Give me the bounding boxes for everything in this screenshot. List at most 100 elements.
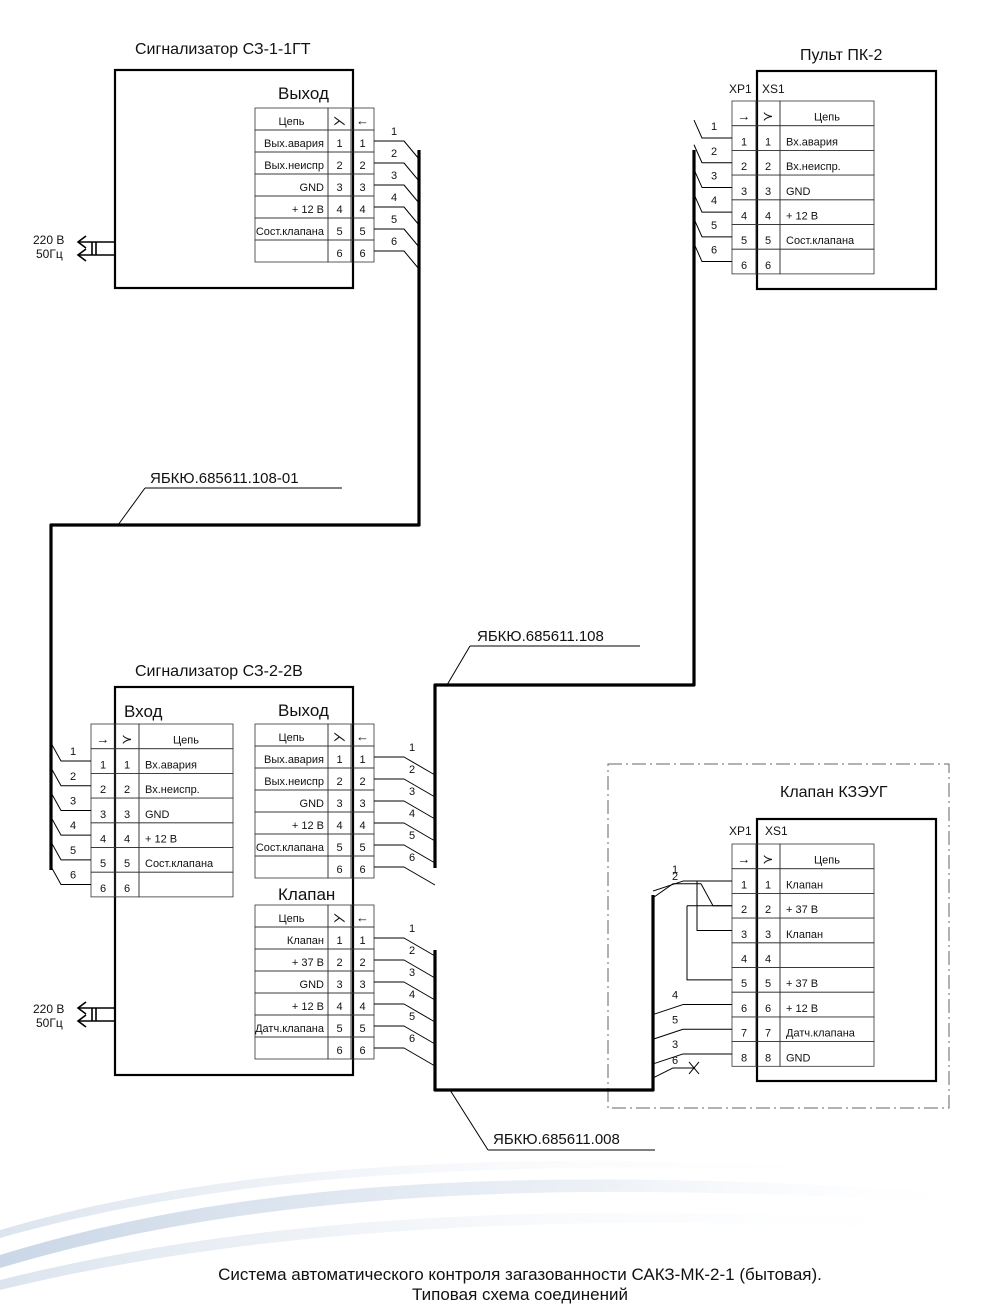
wire	[652, 1004, 732, 1016]
signal-label: Вых.неиспр	[264, 776, 324, 788]
signal-label: Датч.клапана	[786, 1028, 856, 1040]
wire	[374, 1047, 436, 1067]
sz2-in-header: Вход	[124, 702, 163, 721]
sz2-valve-header: Клапан	[278, 885, 335, 904]
sz2-title: Сигнализатор СЗ-2-2В	[135, 663, 303, 680]
wire-number: 5	[711, 220, 717, 232]
wire-number: 1	[711, 121, 717, 133]
wire-number: 1	[70, 746, 76, 758]
wire-number: 5	[70, 845, 76, 857]
signal-label: + 37 В	[292, 957, 324, 969]
table-cell	[779, 1041, 875, 1067]
pin-number: 2	[765, 904, 771, 916]
wire	[374, 937, 436, 957]
pin-number: 1	[336, 935, 342, 947]
wire-number: 1	[409, 923, 415, 935]
pin-number: 5	[741, 978, 747, 990]
wire-number: 4	[409, 989, 415, 1001]
wire-number: 4	[672, 990, 678, 1002]
pin-number: 3	[359, 979, 365, 991]
wire-number: 3	[70, 795, 76, 807]
cable-3-leader	[449, 1089, 489, 1151]
pin-number: 3	[336, 979, 342, 991]
signal-label: + 12 В	[292, 820, 324, 832]
pin-number: 6	[359, 1045, 365, 1057]
wire-number: 2	[711, 146, 717, 158]
wire	[374, 184, 420, 204]
table-cell	[138, 871, 234, 898]
pin-number: 1	[741, 879, 747, 891]
wire	[374, 778, 436, 798]
wire-number: 4	[711, 195, 717, 207]
signal-label: Вх.авария	[786, 136, 838, 148]
wire	[652, 1067, 695, 1079]
table-cell	[254, 239, 329, 263]
wire	[693, 218, 732, 238]
cable-1-leader	[117, 487, 146, 526]
pk2-box	[755, 69, 938, 291]
pin-number: 4	[765, 954, 771, 966]
pin-number: 6	[741, 1003, 747, 1015]
pin-number: 4	[741, 954, 747, 966]
pin-number: 1	[765, 879, 771, 891]
pin-number: 2	[741, 161, 747, 173]
wire	[374, 822, 436, 842]
wire-number: 6	[70, 870, 76, 882]
wire	[374, 162, 420, 182]
signal-label: Вых.неиспр	[264, 160, 324, 172]
signal-label: GND	[145, 809, 170, 821]
pin-number: 5	[124, 858, 130, 870]
wire	[374, 206, 420, 226]
power-arrow-icon	[76, 235, 115, 262]
wire	[374, 756, 436, 776]
pin-number: 1	[765, 136, 771, 148]
pin-number: 2	[336, 776, 342, 788]
pin-number: 3	[336, 798, 342, 810]
wire	[50, 866, 91, 886]
pin-number: 5	[336, 1023, 342, 1035]
pin-number: 3	[124, 809, 130, 821]
wire	[50, 742, 91, 762]
col-header-circuit: Цепь	[814, 112, 840, 124]
kzeug-title: Клапан КЗЭУГ	[780, 784, 888, 801]
wire-number: 3	[409, 786, 415, 798]
kzeug-frame	[607, 763, 950, 1109]
pin-number: 5	[100, 858, 106, 870]
pin-number: 1	[359, 935, 365, 947]
pin-male-icon: →	[738, 852, 751, 867]
col-header-circuit: Цепь	[814, 855, 840, 867]
sz1-out-header: Выход	[278, 84, 329, 103]
signal-label: Клапан	[786, 929, 823, 941]
wire	[652, 1053, 732, 1065]
pin-number: 1	[336, 754, 342, 766]
wire-number: 3	[391, 170, 397, 182]
pin-number: 4	[741, 211, 747, 223]
pin-number: 6	[765, 260, 771, 272]
kzeug-xs-label: XS1	[765, 824, 788, 838]
pin-number: 5	[765, 978, 771, 990]
pin-number: 2	[336, 160, 342, 172]
signal-label: + 12 В	[786, 211, 818, 223]
pin-number: 4	[100, 834, 106, 846]
wire-number: 5	[672, 1014, 678, 1026]
